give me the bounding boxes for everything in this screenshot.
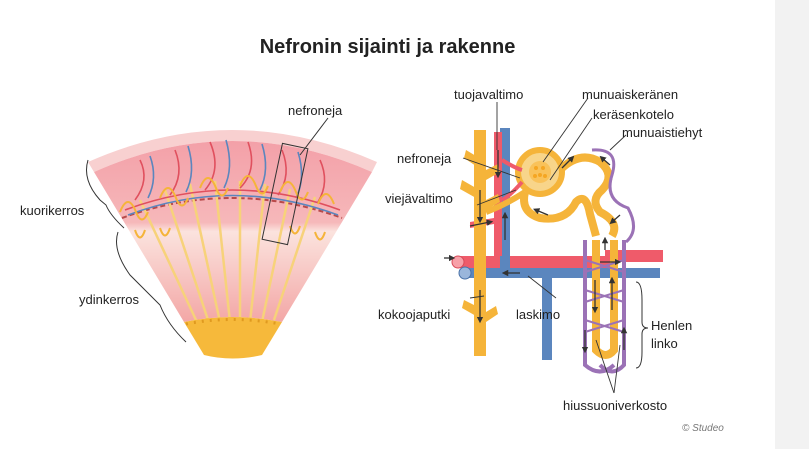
descending-limb — [592, 240, 618, 359]
glomerulus — [529, 161, 551, 183]
diagram — [86, 97, 663, 394]
label-nefroneja-right: nefroneja — [397, 151, 452, 166]
nephron-highlight-box — [261, 142, 309, 246]
capillary-rungs — [584, 259, 625, 333]
collecting-duct — [474, 130, 486, 356]
label-linko: linko — [651, 336, 678, 351]
diagram-title: Nefronin sijainti ja rakenne — [259, 36, 516, 58]
renal-pelvis-rim — [185, 318, 281, 326]
kidney-section — [88, 117, 377, 359]
brace-ydinkerros — [116, 231, 187, 343]
label-ydinkerros: ydinkerros — [79, 292, 139, 307]
pointer-nefroneja-left — [299, 117, 329, 156]
braces-left — [86, 159, 187, 343]
nephron-structure — [444, 97, 663, 394]
label-hiussuoniverkosto: hiussuoniverkosto — [563, 398, 668, 413]
label-kuorikerros: kuorikerros — [20, 203, 85, 218]
capillary-network-right — [598, 240, 626, 374]
artery-cut-end — [451, 255, 465, 269]
label-laskimo: laskimo — [516, 307, 561, 322]
medullary-rays — [138, 180, 317, 323]
vein-horizontal-lower — [465, 268, 660, 278]
collecting-duct-branches — [460, 150, 500, 322]
tubule-capillary-wrap — [591, 148, 635, 244]
label-munuaiskeranen: munuaiskeränen — [582, 87, 679, 102]
nephron-loops — [119, 175, 335, 241]
brace-kuorikerros — [86, 159, 125, 229]
side-strip — [775, 0, 809, 449]
efferent-arteriole — [501, 180, 524, 202]
credit-text: © Studeo — [682, 423, 724, 434]
label-kerasenkotelo: keräsenkotelo — [593, 107, 674, 122]
vein-cut-end — [458, 266, 472, 280]
afferent-arteriole — [500, 158, 523, 172]
label-viejavaltimo: viejävaltimo — [385, 191, 453, 206]
vein-horizontal-upper — [458, 250, 663, 268]
flow-arrows — [444, 150, 628, 354]
label-nefroneja-left: nefroneja — [288, 103, 343, 118]
renal-pelvis — [184, 317, 282, 359]
cortico-medullary-boundary — [121, 197, 343, 219]
label-henlen: Henlen — [651, 318, 693, 333]
kidney-fan — [94, 141, 372, 322]
distal-tubule — [520, 191, 600, 238]
distal-to-duct — [484, 189, 527, 215]
capillary-network-left — [583, 240, 616, 374]
proximal-tubule — [557, 153, 619, 238]
label-pointers — [462, 97, 627, 394]
label-tuojavaltimo: tuojavaltimo — [454, 87, 524, 102]
glomerulus-dots — [533, 166, 547, 178]
capsule-outer — [88, 130, 377, 172]
label-kokoojaputki: kokoojaputki — [378, 307, 451, 322]
label-munuaistiehyt: munuaistiehyt — [622, 125, 703, 140]
brace-henlen-linko — [635, 281, 649, 369]
vein-vertical — [500, 128, 552, 360]
